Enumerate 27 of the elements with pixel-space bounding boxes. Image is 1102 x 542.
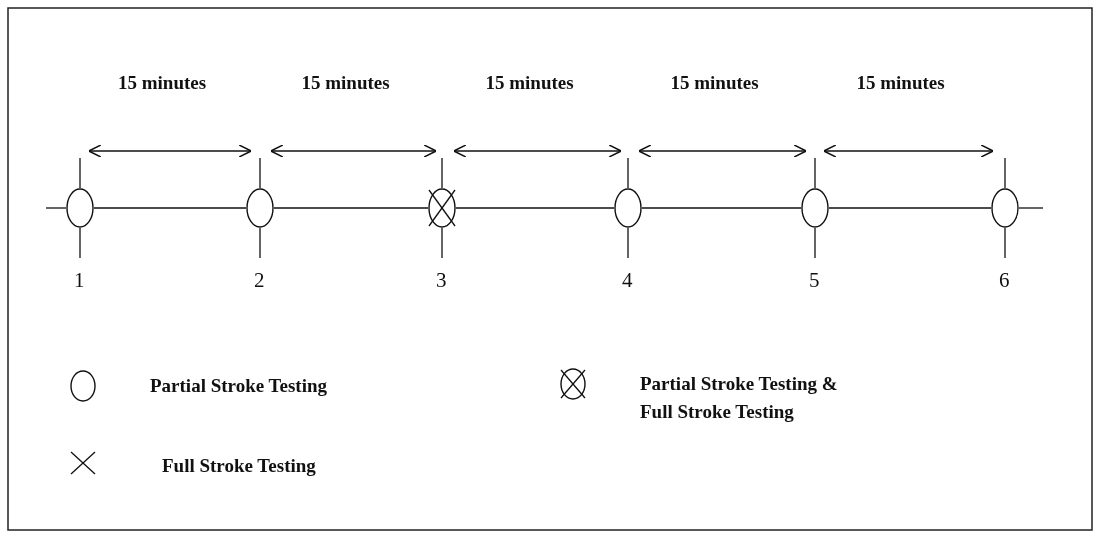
duration-label: 15 minutes [118,72,207,94]
test-point-circle [991,188,1019,228]
test-point-circle [246,188,274,228]
point-number: 2 [254,268,265,293]
duration-label: 15 minutes [301,72,390,94]
legend-text: Partial Stroke Testing & Full Stroke Testing [640,372,839,424]
crossed-test-point-circle [428,188,456,228]
point-number: 3 [436,268,447,293]
test-point-circle [614,188,642,228]
duration-label: 15 minutes [856,72,945,94]
test-point-circle [801,188,829,228]
point-number: 6 [999,268,1010,293]
connector-line [828,207,992,209]
point-number: 1 [74,268,85,293]
test-point-circle [66,188,94,228]
connector-line [45,207,67,209]
point-number: 5 [809,268,820,293]
connector-line [1018,207,1044,209]
duration-label: 15 minutes [485,72,574,94]
point-number: 4 [622,268,633,293]
duration-label: 15 minutes [670,72,759,94]
legend-text: Partial Stroke Testing [150,374,328,398]
connector-line [455,207,615,209]
connector-line [93,207,247,209]
connector-line [641,207,802,209]
connector-line [273,207,429,209]
legend-text: Full Stroke Testing [162,454,317,478]
